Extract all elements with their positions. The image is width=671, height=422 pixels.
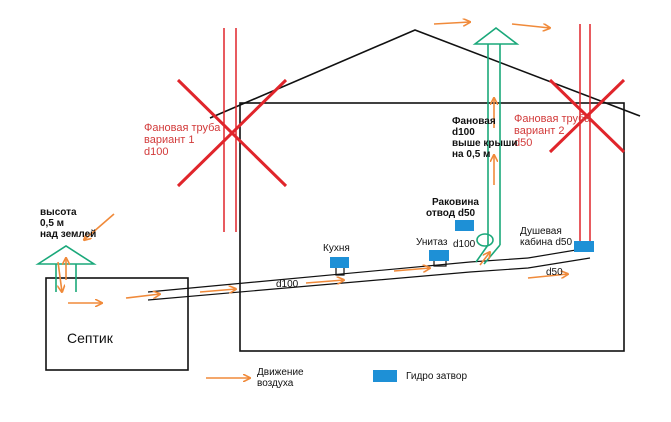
legend-trap-swatch	[373, 370, 397, 382]
main-vent-label-2: d100	[452, 127, 475, 138]
vent-bend	[476, 233, 494, 247]
sink-label-1: Раковина	[432, 197, 479, 208]
legend-trap-label: Гидро затвор	[406, 371, 468, 382]
arrow-pipe-5	[527, 274, 568, 279]
arrow-roof-1	[433, 22, 470, 24]
shower-label-2: кабина d50	[520, 237, 573, 248]
vent-variant-1	[176, 28, 288, 232]
main-pipe-top	[147, 257, 529, 293]
arrow-ground-in	[84, 213, 115, 240]
vent-lower-left	[475, 244, 489, 263]
arrow-pipe-1	[125, 294, 160, 298]
vent1-label-line3: d100	[144, 146, 169, 158]
vent-variant-2	[548, 24, 626, 244]
legend-air-label-2: воздуха	[257, 378, 294, 389]
main-pipe-label: d100	[276, 279, 299, 290]
vent1-cross-b	[176, 78, 288, 188]
sink-label-2: отвод d50	[426, 208, 476, 219]
vent2-label-line2: вариант 2	[514, 125, 565, 137]
shower-label-1: Душевая	[520, 226, 562, 237]
main-pipe-bottom	[147, 257, 591, 301]
arrow-pipe-2	[199, 289, 236, 292]
vent2-cross-b	[548, 78, 626, 154]
main-vent-label-3: выше крыши	[452, 138, 518, 149]
height-label-2: 0,5 м	[40, 218, 65, 229]
toilet-diameter-label: d100	[453, 239, 476, 250]
height-label-1: высота	[40, 207, 77, 218]
kitchen-trap	[330, 257, 349, 268]
vent2-label-line1: Фановая труба	[514, 113, 591, 125]
main-vent-label-4: на 0,5 м	[452, 149, 491, 160]
water-traps	[330, 220, 594, 382]
septic-tank	[45, 277, 189, 371]
kitchen-label: Кухня	[323, 243, 350, 254]
vent1-label-line1: Фановая труба	[144, 122, 221, 134]
kitchen-riser	[335, 266, 345, 276]
vent1-label-line2: вариант 1	[144, 134, 195, 146]
sink-trap	[455, 220, 474, 231]
arrow-pipe-3	[305, 280, 344, 283]
shower-trap	[574, 241, 594, 252]
vent-cap	[472, 26, 520, 45]
arrow-vent-3	[479, 252, 490, 266]
legend-air-label-1: Движение	[257, 367, 304, 378]
house	[209, 29, 641, 352]
drain-pipes	[147, 247, 591, 301]
arrow-septic-down	[58, 261, 62, 292]
air-arrows	[58, 22, 568, 378]
toilet-trap	[429, 250, 449, 261]
septic-label: Септик	[67, 330, 113, 346]
height-label-3: над землей	[40, 229, 97, 240]
arrow-pipe-4	[393, 268, 430, 271]
vent-lower-right	[483, 244, 501, 265]
branch-pipe-label: d50	[546, 267, 563, 278]
main-vent-pipe	[472, 26, 520, 265]
toilet-riser	[433, 258, 447, 267]
toilet-label: Унитаз	[416, 237, 448, 248]
vent2-label-line3: d50	[514, 137, 533, 149]
main-vent-label-1: Фановая	[452, 116, 496, 127]
house-wall	[239, 102, 625, 352]
arrow-roof-2	[511, 23, 550, 28]
